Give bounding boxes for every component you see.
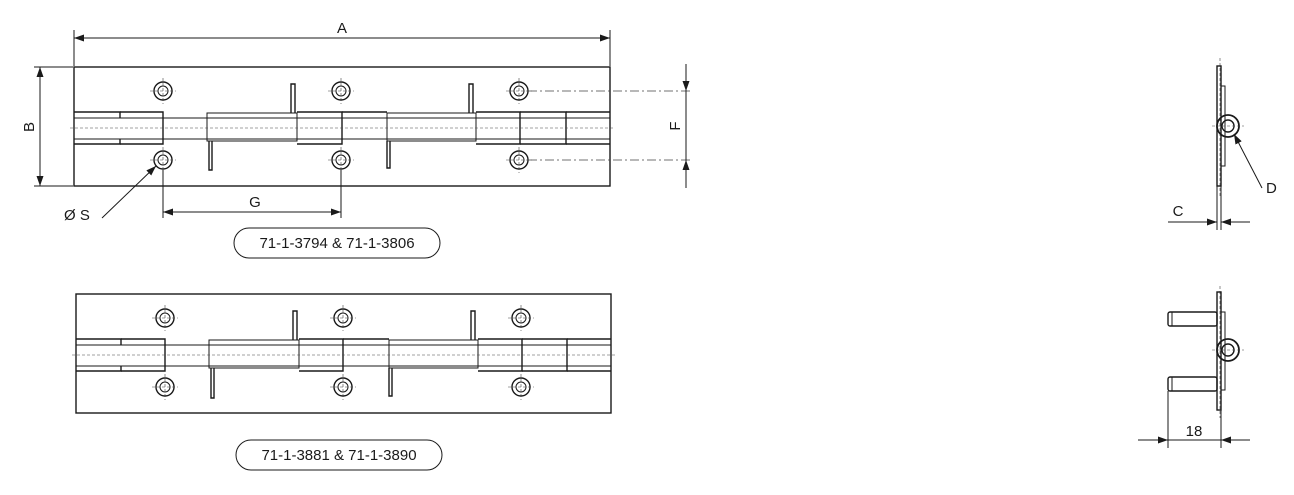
dimension-a: A: [73, 20, 611, 66]
dimension-b: B: [21, 66, 73, 187]
variant-label-1: 71-1-3794 & 71-1-3806: [233, 227, 441, 259]
dimension-g: G: [162, 170, 342, 218]
dimension-a-label: A: [337, 20, 347, 37]
hinge-top-view: [70, 66, 614, 187]
dimension-s: Ø S: [64, 165, 157, 224]
svg-text:71-1-3794 & 71-1-3806: 71-1-3794 & 71-1-3806: [259, 235, 414, 252]
dimension-s-label: Ø S: [64, 207, 90, 224]
dimension-f: F: [528, 64, 692, 188]
dimension-g-label: G: [249, 194, 261, 211]
hinge-bottom-view: [72, 293, 615, 414]
dimension-f-label: F: [667, 121, 684, 130]
dimension-b-label: B: [21, 122, 38, 132]
svg-text:71-1-3881 & 71-1-3890: 71-1-3881 & 71-1-3890: [261, 447, 416, 464]
dimension-c-label: C: [1173, 203, 1184, 220]
dimension-d-label: D: [1266, 180, 1277, 197]
variant-label-2: 71-1-3881 & 71-1-3890: [235, 439, 443, 471]
side-view-1: C D: [1168, 58, 1277, 230]
side-view-2: 18: [1138, 286, 1250, 448]
dimension-18-label: 18: [1186, 423, 1203, 440]
